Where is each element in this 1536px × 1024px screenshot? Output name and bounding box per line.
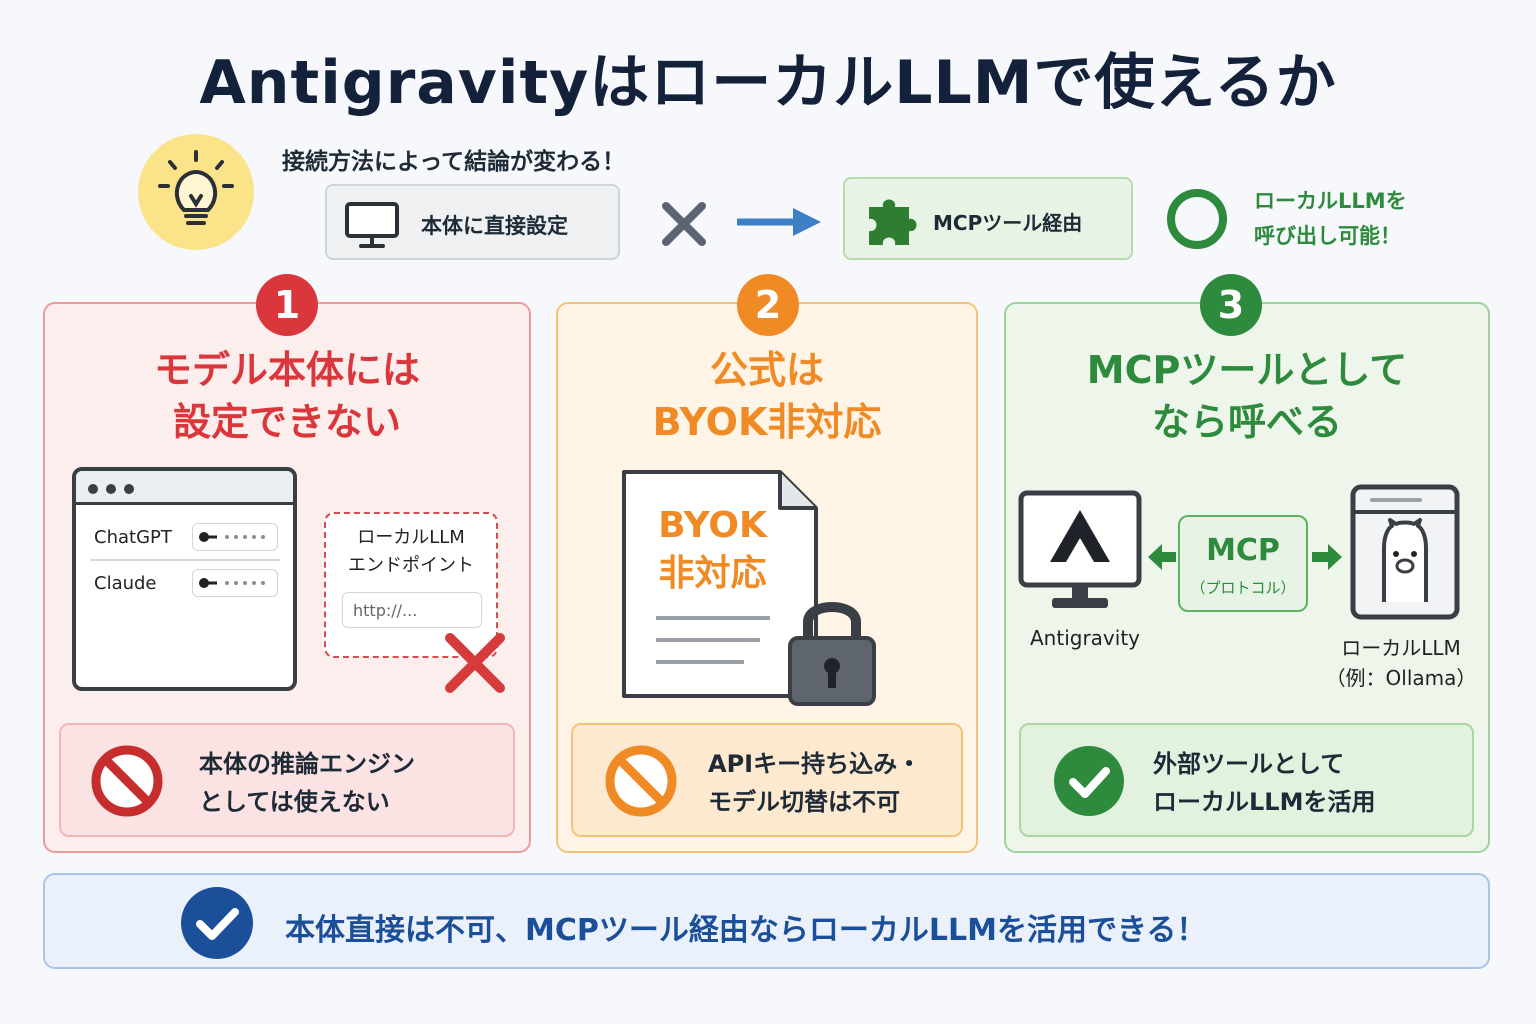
endpoint-url-placeholder: http://... xyxy=(353,601,418,620)
api-key-field-claude xyxy=(192,569,278,597)
mcp-tool-box: MCPツール経由 xyxy=(843,177,1133,260)
panel-1-number: 1 xyxy=(256,274,318,336)
provider-row-chatgpt: ChatGPT xyxy=(94,527,172,548)
panel-1-heading-line-2: 設定できない xyxy=(172,400,401,444)
mcp-protocol-box: MCP （プロトコル） xyxy=(1178,515,1308,612)
check-circle-icon xyxy=(1054,746,1124,816)
mcp-protocol-label: MCP xyxy=(1206,533,1280,568)
panel-1-note-line-2: としては使えない xyxy=(199,788,390,816)
panel-3-number: 3 xyxy=(1200,274,1262,336)
endpoint-line-1: ローカルLLM xyxy=(357,527,465,548)
local-llm-caption-line-1: ローカルLLM xyxy=(1341,636,1461,660)
panel-2-number: 2 xyxy=(737,274,799,336)
local-llm-caption: ローカルLLM （例：Ollama） xyxy=(1316,633,1486,693)
local-endpoint-box: ローカルLLM エンドポイント http://... xyxy=(324,512,498,658)
panel-1-note: 本体の推論エンジン としては使えない xyxy=(59,723,515,837)
result-text: ローカルLLMを 呼び出し可能！ xyxy=(1254,184,1407,254)
panel-2-note-text: APIキー持ち込み・ モデル切替は不可 xyxy=(708,745,921,821)
panel-1-heading-line-1: モデル本体には xyxy=(153,348,420,392)
conclusion-text: 本体直接は不可、MCPツール経由ならローカルLLMを活用できる！ xyxy=(285,913,1207,948)
panel-3-note: 外部ツールとして ローカルLLMを活用 xyxy=(1019,723,1474,837)
arrow-left-icon xyxy=(1148,544,1176,570)
local-llm-caption-line-2: （例：Ollama） xyxy=(1325,666,1477,690)
conclusion-bar: 本体直接は不可、MCPツール経由ならローカルLLMを活用できる！ xyxy=(43,873,1490,969)
result-line-2: 呼び出し可能！ xyxy=(1254,224,1401,248)
panel-1-note-line-1: 本体の推論エンジン xyxy=(199,750,415,778)
panel-3-note-line-2: ローカルLLMを活用 xyxy=(1153,788,1376,816)
lock-icon xyxy=(788,602,876,706)
antigravity-monitor-icon xyxy=(1018,490,1142,608)
panel-3-heading: MCPツールとして なら呼べる xyxy=(1004,344,1490,448)
endpoint-url-input: http://... xyxy=(342,592,482,628)
direct-setting-box: 本体に直接設定 xyxy=(325,184,620,260)
direct-setting-label: 本体に直接設定 xyxy=(421,214,568,238)
panel-1-heading: モデル本体には 設定できない xyxy=(43,344,531,448)
panel-2-note: APIキー持ち込み・ モデル切替は不可 xyxy=(571,723,963,837)
antigravity-caption: Antigravity xyxy=(1030,626,1140,650)
panel-2-note-line-1: APIキー持ち込み・ xyxy=(708,750,922,778)
panel-3-note-text: 外部ツールとして ローカルLLMを活用 xyxy=(1153,745,1375,821)
document-title-line-1: BYOK xyxy=(658,505,767,546)
puzzle-icon xyxy=(869,199,917,245)
key-icon xyxy=(199,532,265,542)
prohibited-icon xyxy=(605,745,677,817)
page-title: AntigravityはローカルLLMで使えるか xyxy=(199,48,1337,118)
red-cross-icon xyxy=(445,633,505,693)
prohibited-icon xyxy=(91,745,163,817)
panel-2-note-line-2: モデル切替は不可 xyxy=(708,788,900,816)
endpoint-line-2: エンドポイント xyxy=(348,555,474,576)
panel-2-heading-line-2: BYOK非対応 xyxy=(652,400,882,444)
key-icon xyxy=(199,578,265,588)
intro-subtitle: 接続方法によって結論が変わる！ xyxy=(282,149,626,175)
mcp-protocol-sub: （プロトコル） xyxy=(1190,579,1296,597)
cross-icon xyxy=(662,202,706,246)
result-line-1: ローカルLLMを xyxy=(1254,189,1407,213)
panel-2-heading-line-1: 公式は xyxy=(709,348,824,392)
panel-3-heading-line-2: なら呼べる xyxy=(1151,400,1342,444)
mcp-tool-label: MCPツール経由 xyxy=(933,211,1083,235)
check-circle-icon xyxy=(181,887,253,959)
arrow-right-small-icon xyxy=(1312,544,1342,570)
provider-row-claude: Claude xyxy=(94,573,157,594)
panel-2-heading: 公式は BYOK非対応 xyxy=(556,344,978,448)
settings-window-mock: ChatGPT Claude xyxy=(72,467,297,691)
llama-device-icon xyxy=(1350,484,1460,620)
document-icon xyxy=(622,470,818,698)
panel-3-note-line-1: 外部ツールとして xyxy=(1153,750,1345,778)
circle-ok-icon xyxy=(1167,189,1227,249)
window-titlebar xyxy=(76,471,293,505)
panel-1-note-text: 本体の推論エンジン としては使えない xyxy=(199,745,415,821)
document-title-line-2: 非対応 xyxy=(658,553,767,594)
lightbulb-icon xyxy=(138,134,254,250)
panel-3-heading-line-1: MCPツールとして xyxy=(1086,348,1408,392)
arrow-right-icon xyxy=(737,208,821,236)
monitor-icon xyxy=(345,202,399,248)
api-key-field-chatgpt xyxy=(192,523,278,551)
document-title: BYOK 非対応 xyxy=(630,502,795,598)
